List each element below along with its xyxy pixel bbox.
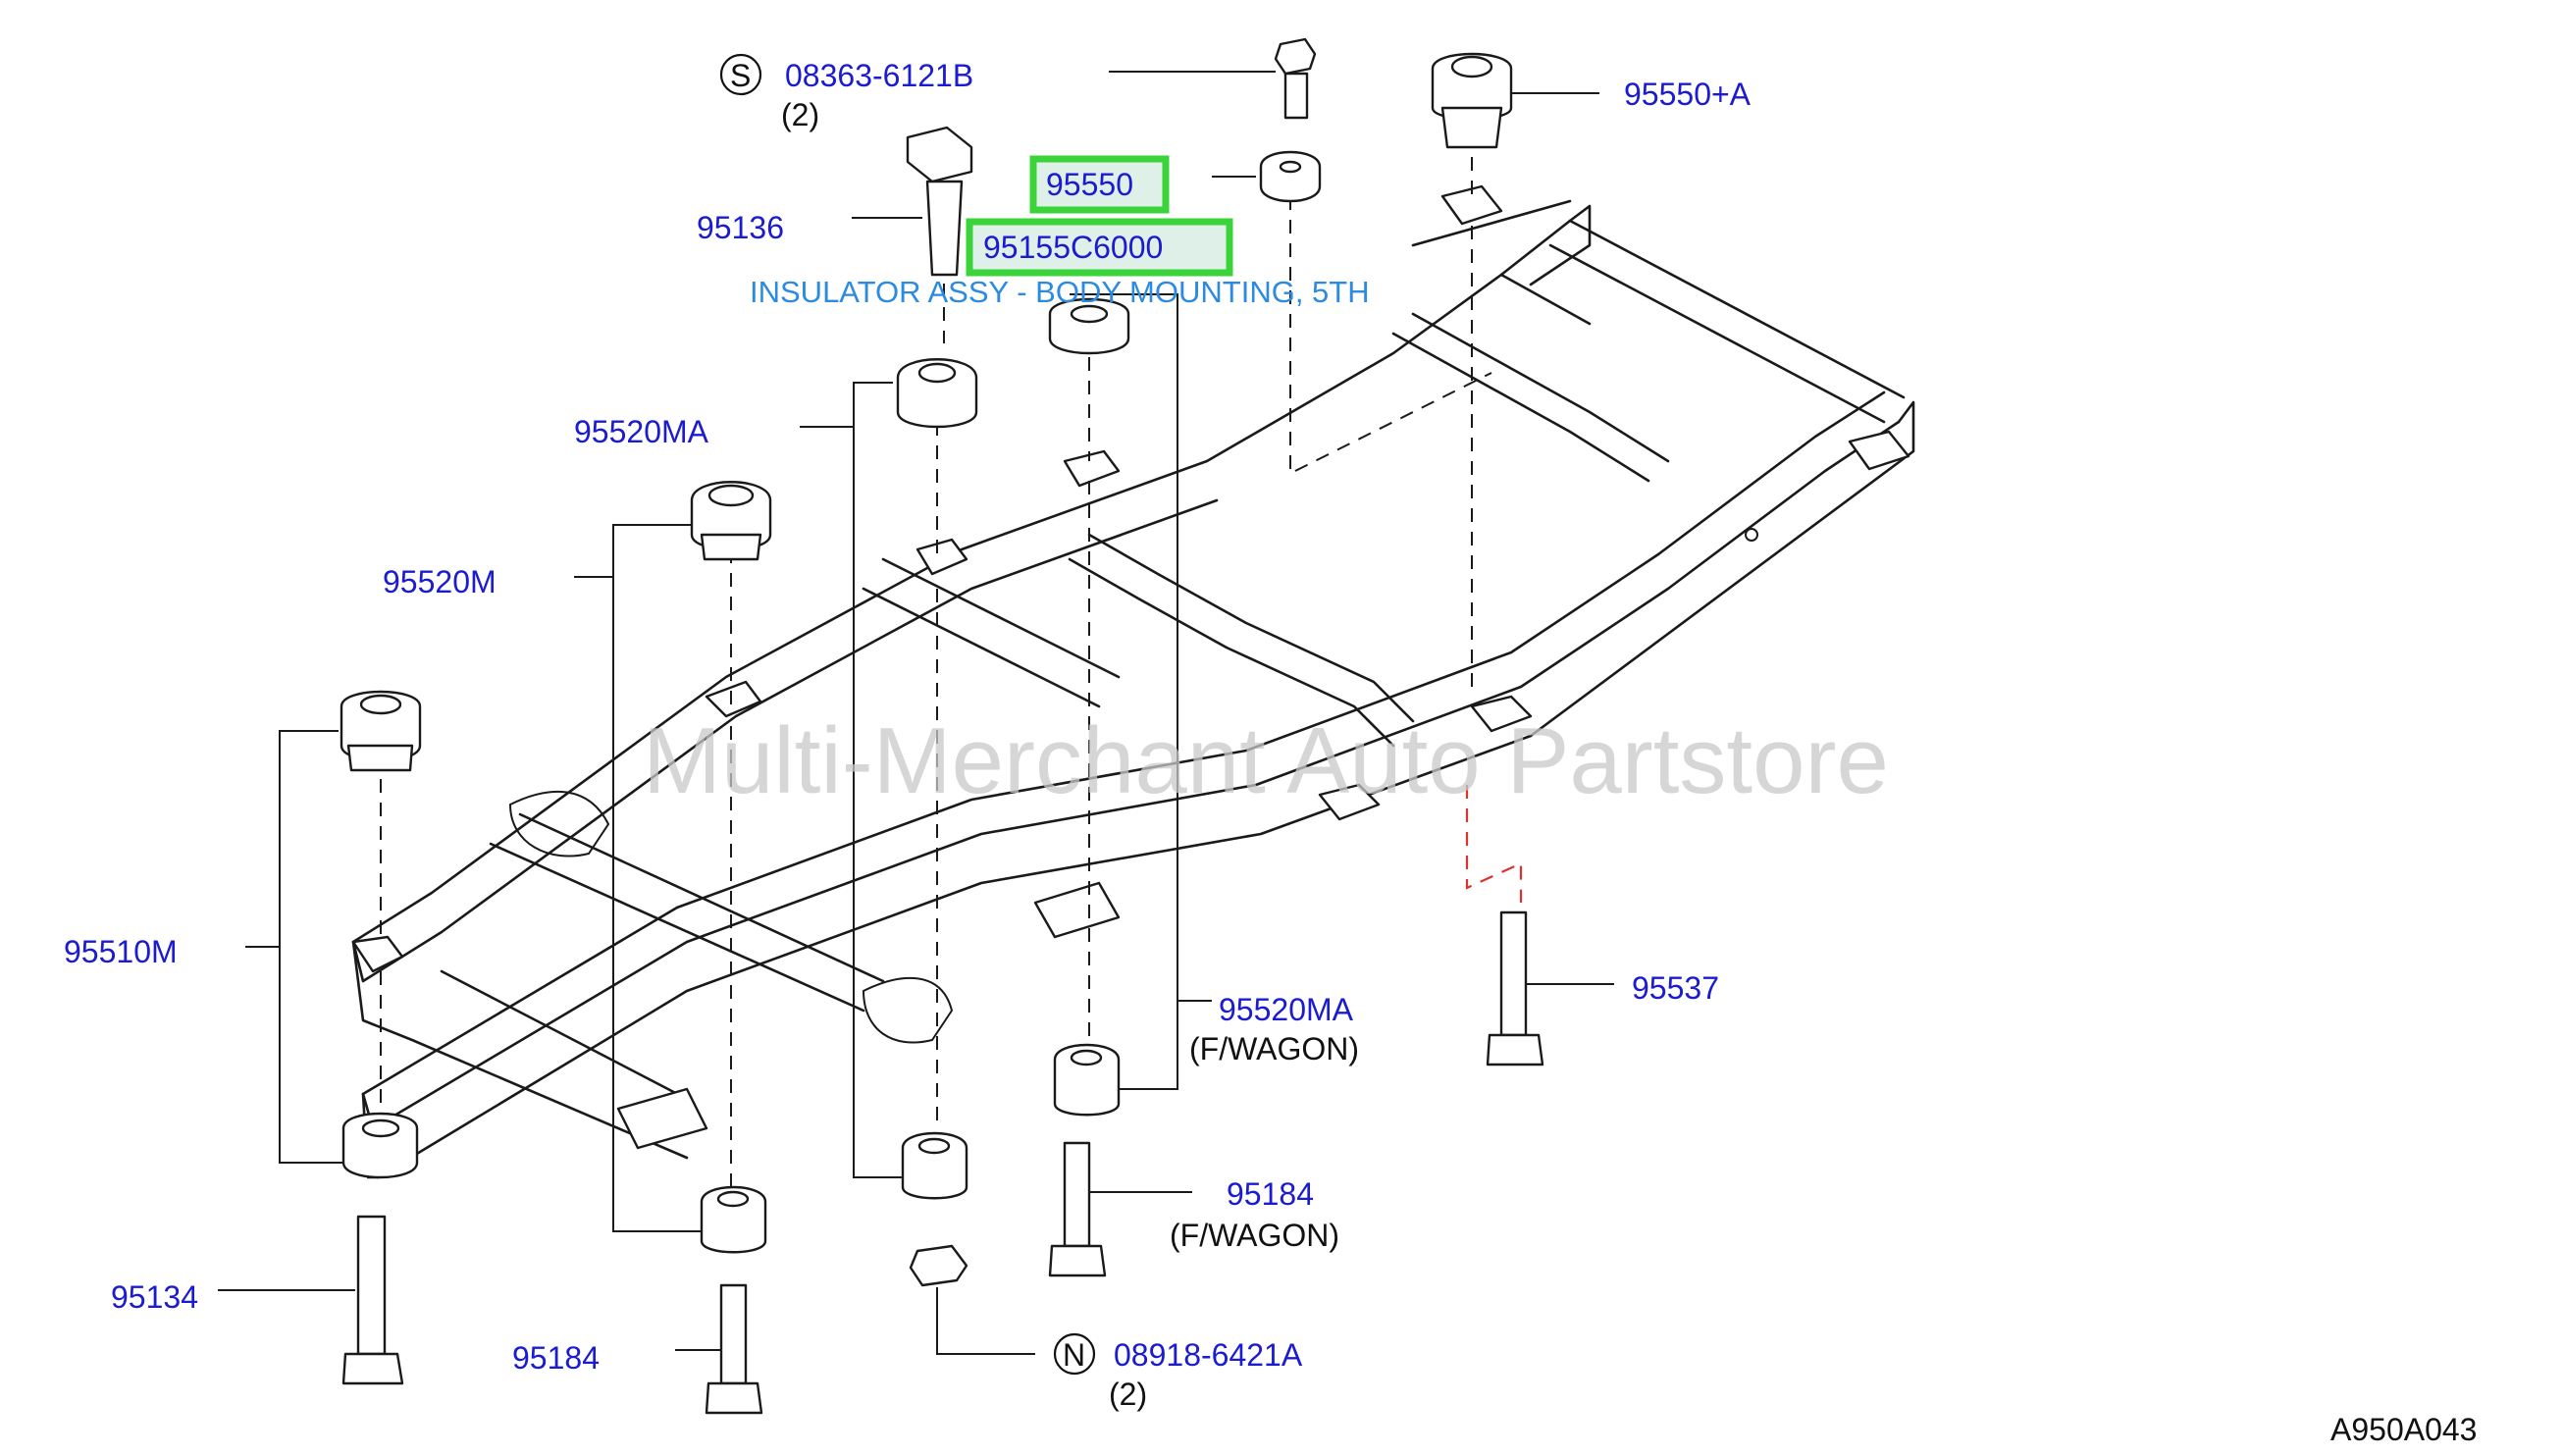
diagram-ref-code: A950A043 bbox=[2330, 1412, 2477, 1447]
insulator-95550a[interactable] bbox=[1431, 52, 1513, 149]
label-insulator-95520m[interactable]: 95520M bbox=[383, 564, 497, 599]
assembly-lines bbox=[380, 157, 1523, 1187]
label-insulator-95520ma-lower[interactable]: 95520MA bbox=[1219, 992, 1354, 1027]
label-bolt-95537[interactable]: 95537 bbox=[1632, 970, 1719, 1006]
bolt-95134[interactable] bbox=[341, 1215, 404, 1385]
insulator-95520m-lower[interactable] bbox=[700, 1185, 767, 1254]
parts bbox=[340, 37, 1544, 1415]
label-selected-description: INSULATOR ASSY - BODY MOUNTING, 5TH bbox=[750, 275, 1370, 309]
label-bolt-95136[interactable]: 95136 bbox=[697, 210, 784, 245]
watermark: Multi-Merchant Auto Partstore bbox=[643, 708, 1889, 813]
label-bolt-08363[interactable]: 08363-6121B bbox=[785, 58, 973, 93]
insulator-95520ma-lower[interactable] bbox=[901, 1131, 968, 1200]
label-insulator-95520ma-lower-note: (F/WAGON) bbox=[1189, 1031, 1359, 1066]
symbol-s: S bbox=[730, 58, 751, 93]
insulator-95520m-upper[interactable] bbox=[690, 481, 772, 561]
label-nut-08918-qty: (2) bbox=[1109, 1377, 1147, 1412]
insulator-95520ma-fwagon[interactable] bbox=[1053, 1043, 1121, 1117]
bolt-95184-right[interactable] bbox=[1048, 1141, 1107, 1277]
label-nut-08918[interactable]: 08918-6421A bbox=[1114, 1337, 1303, 1373]
label-insulator-95510m[interactable]: 95510M bbox=[64, 934, 178, 969]
symbol-n: N bbox=[1063, 1337, 1085, 1373]
insulator-95155c6000[interactable] bbox=[1048, 297, 1130, 355]
label-bolt-95134[interactable]: 95134 bbox=[111, 1279, 198, 1315]
insulator-95510m-lower[interactable] bbox=[341, 1112, 419, 1179]
label-bolt-95184-left[interactable]: 95184 bbox=[512, 1340, 600, 1376]
insulator-95510m-upper[interactable] bbox=[340, 690, 422, 772]
label-washer-95550[interactable]: 95550 bbox=[1046, 167, 1133, 202]
highlight-box-95155c6000 bbox=[966, 218, 1233, 277]
nut-part-08918[interactable] bbox=[909, 1244, 968, 1287]
label-insulator-95520ma-upper[interactable]: 95520MA bbox=[574, 414, 709, 449]
symbol-n-circle bbox=[1053, 1332, 1096, 1376]
bolt-part-08363[interactable] bbox=[1274, 37, 1317, 120]
labels: S 08363-6121B (2) 95550+A 95550 95155C60… bbox=[64, 53, 2477, 1447]
leader-lines bbox=[218, 71, 1614, 1355]
highlight-box-95550 bbox=[1029, 155, 1170, 214]
chassis-frame bbox=[351, 184, 1915, 1179]
label-insulator-95550a[interactable]: 95550+A bbox=[1624, 77, 1752, 112]
symbol-s-circle bbox=[719, 53, 762, 96]
washer-95550[interactable] bbox=[1259, 150, 1322, 203]
insulator-95520ma-upper[interactable] bbox=[896, 358, 978, 429]
label-bolt-95184-right[interactable]: 95184 bbox=[1227, 1176, 1314, 1212]
bolt-95136[interactable] bbox=[906, 126, 973, 277]
label-bolt-08363-qty: (2) bbox=[781, 97, 819, 132]
label-insulator-95155c6000[interactable]: 95155C6000 bbox=[983, 230, 1163, 265]
label-bolt-95184-right-note: (F/WAGON) bbox=[1170, 1218, 1339, 1253]
bolt-95537[interactable] bbox=[1486, 910, 1544, 1066]
